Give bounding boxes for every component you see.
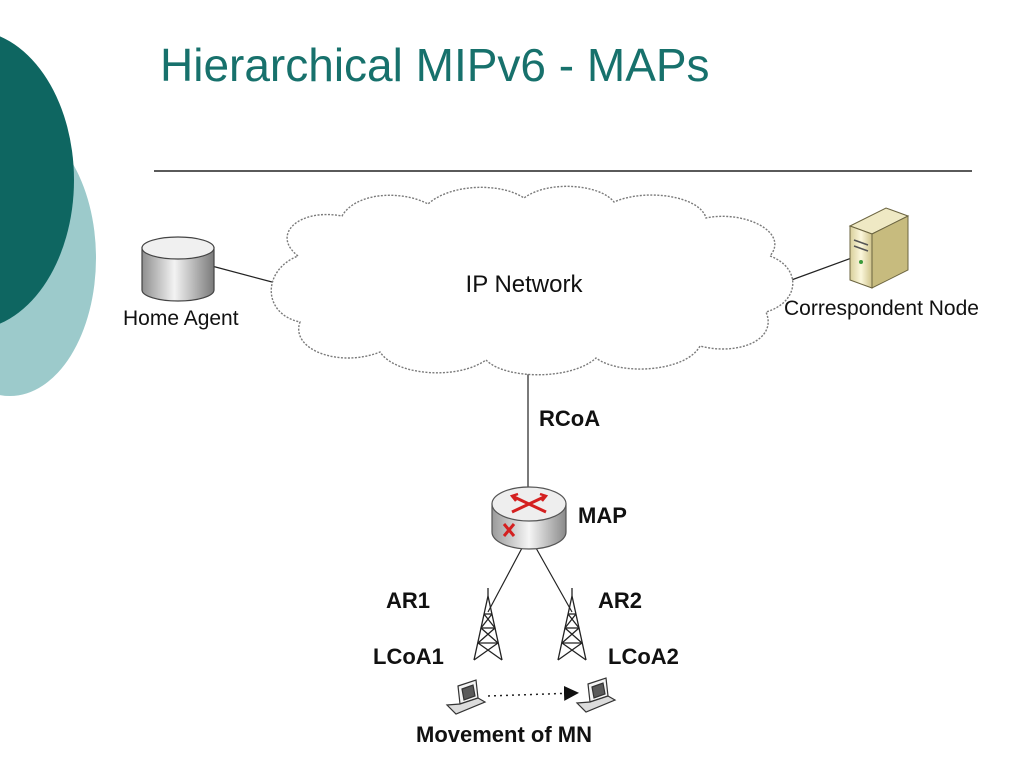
ip-network-cloud: IP Network — [270, 185, 794, 376]
laptop-end-icon — [575, 677, 617, 713]
lcoa1-label: LCoA1 — [373, 644, 444, 669]
correspondent-node-label: Correspondent Node — [784, 297, 979, 320]
laptop-start-icon — [445, 679, 487, 715]
ar2-antenna-tower-icon — [557, 588, 587, 661]
server-tower-icon — [848, 207, 910, 289]
database-cylinder-icon — [141, 236, 215, 302]
title-divider — [154, 170, 972, 172]
router-icon — [491, 486, 567, 550]
ar2-label: AR2 — [598, 588, 642, 613]
ar1-label: AR1 — [386, 588, 430, 613]
slide-accent-decoration — [0, 36, 96, 396]
lcoa2-label: LCoA2 — [608, 644, 679, 669]
map-ar2-link — [535, 547, 573, 613]
map-label: MAP — [578, 503, 627, 528]
map-ar1-link — [487, 547, 523, 613]
movement-label: Movement of MN — [416, 722, 592, 747]
ar1-antenna-tower-icon — [473, 588, 503, 661]
ip-network-label: IP Network — [466, 271, 584, 298]
slide-title: Hierarchical MIPv6 - MAPs — [160, 39, 710, 91]
home-agent-label: Home Agent — [123, 307, 239, 330]
rcoa-label: RCoA — [539, 406, 600, 431]
home-agent-link — [207, 264, 273, 283]
movement-path — [487, 685, 579, 701]
